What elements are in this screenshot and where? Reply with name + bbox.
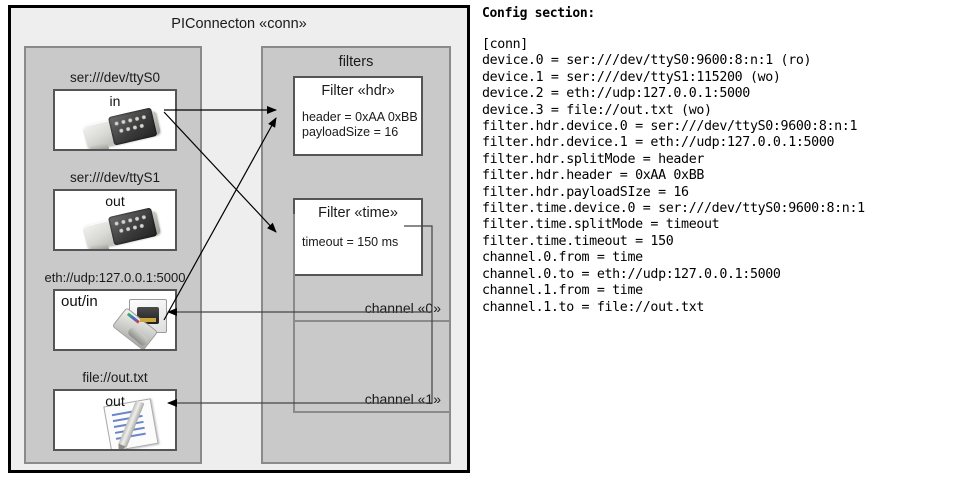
channel-box-1: channel «1» [293, 322, 451, 413]
device-box: out/in [53, 289, 177, 351]
device-label: ser:///dev/ttyS0 [69, 70, 161, 85]
device-direction: in [109, 93, 121, 109]
serial-port-icon [82, 203, 166, 249]
devices-panel: ser:///dev/ttyS0 in ser:///dev/ttyS1 out [24, 46, 202, 464]
device-node-ttys0[interactable]: ser:///dev/ttyS0 in [28, 70, 202, 152]
filter-node-hdr[interactable]: Filter «hdr» header = 0xAA 0xBB payloadS… [293, 76, 423, 156]
channel-label: channel «0» [364, 300, 441, 316]
ethernet-jack-icon [111, 299, 175, 349]
connector-component-box: PIConnecton «conn» ser:///dev/ttyS0 in s… [8, 5, 470, 473]
filters-panel-title: filters [338, 54, 374, 70]
filters-panel: filters Filter «hdr» header = 0xAA 0xBB … [261, 46, 451, 464]
channel-label: channel «1» [364, 391, 441, 407]
device-label: eth://udp:127.0.0.1:5000 [44, 270, 186, 285]
device-box: out [53, 189, 177, 251]
page-title: PIConnecton «conn» [171, 16, 307, 32]
config-section: Config section: [conn] device.0 = ser://… [482, 6, 960, 316]
device-node-file[interactable]: file://out.txt out [28, 370, 202, 452]
device-label: ser:///dev/ttyS1 [69, 170, 161, 185]
filter-title: Filter «hdr» [321, 83, 395, 99]
device-node-eth[interactable]: eth://udp:127.0.0.1:5000 out/in [28, 270, 202, 352]
filter-attributes: header = 0xAA 0xBB payloadSize = 16 [302, 110, 418, 139]
device-node-ttys1[interactable]: ser:///dev/ttyS1 out [28, 170, 202, 252]
device-direction: out [105, 193, 125, 209]
device-label: file://out.txt [82, 370, 148, 385]
filter-title: Filter «time» [318, 205, 398, 221]
device-direction: out [105, 393, 125, 409]
serial-port-icon [82, 103, 166, 149]
device-box: in [53, 89, 177, 151]
config-section-code: [conn] device.0 = ser:///dev/ttyS0:9600:… [482, 37, 865, 315]
device-direction: out/in [61, 293, 98, 310]
config-section-heading: Config section: [482, 6, 595, 21]
channel-box-0: channel «0» [293, 214, 451, 322]
device-box: out [53, 389, 177, 451]
